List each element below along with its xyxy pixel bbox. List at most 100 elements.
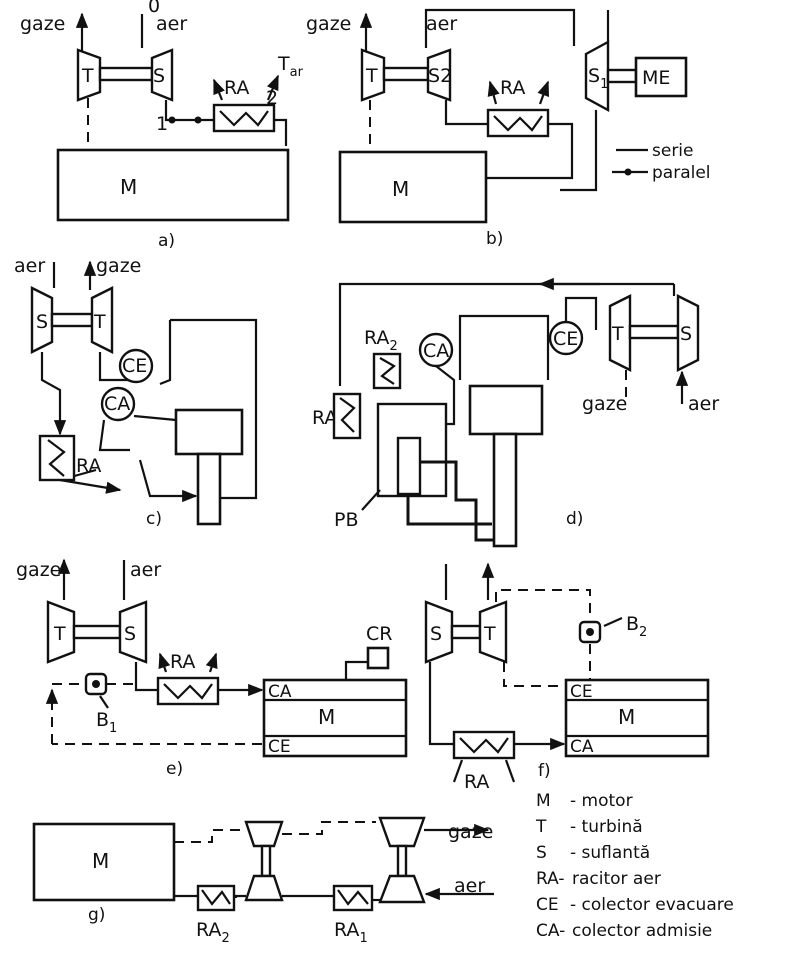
turbine-symbol [608,294,632,372]
caption-e: e) [166,759,183,779]
legend-abbr-turbine: T [535,817,547,837]
electric-motor-label: ME [642,67,670,89]
legend-desc-exhaust: - colector evacuare [570,895,734,915]
blower-label: S [153,65,165,87]
bypass-label: B2 [626,613,647,640]
legend-desc-blower: - suflantă [570,843,650,863]
caption-d: d) [566,509,583,529]
turbine-label: T [483,623,496,645]
cooler-label: RA [170,651,195,673]
aer-label: aer [454,875,485,897]
caption-b: b) [486,229,503,249]
exhaust-label: CE [553,328,578,350]
shaft [98,66,154,82]
turbine-label: T [365,65,378,87]
motor-box [564,678,710,758]
cooler2-label: RA2 [364,327,398,354]
cooler-label: RA [76,455,101,477]
turbine-label: T [53,623,66,645]
piston-pump-label: PB [334,509,359,531]
legend-desc-motor: - motor [570,791,633,811]
lp-blower-symbol [378,874,426,904]
blower2-symbol [426,48,452,102]
gaze-label: gaze [306,13,351,35]
blower-symbol [150,48,174,102]
air-path [444,100,574,180]
bypass-label: B1 [96,709,117,736]
aer-label: aer [130,559,161,581]
blower-label: S [680,323,692,345]
hp-turbine-symbol [244,820,284,848]
caption-c: c) [146,509,162,529]
motor-label: M [318,705,335,729]
aer-label: aer [156,13,187,35]
cooler-symbol [212,103,276,133]
cooler-label: RA [464,771,489,793]
legend-abbr-motor: M [536,791,551,811]
intake-label: CA [570,737,594,757]
turbine-label: T [611,323,624,345]
intake-label: CA [268,682,292,702]
caption-f: f) [538,761,551,781]
motor-label: M [120,175,137,199]
aer-label: aer [426,13,457,35]
panel-g: M gaze aer RA2 RA1 g) [32,816,494,946]
top-mark-label: 0 [148,0,160,17]
panel-d: RA2 RA1 CA CE T S gaze aer PB d) [312,277,719,548]
legend: M - motor T - turbină S - suflantă RA- r… [535,791,734,941]
motor-label: M [392,177,409,201]
motor-label: M [618,705,635,729]
blower-label: S [430,623,442,645]
panel-f: S T B2 CE M CA RA f) [424,562,710,793]
legend-abbr-cooler: RA- [536,869,565,889]
legend-abbr-exhaust: CE [536,895,559,915]
intake-manifold [100,386,136,422]
gaze-label: gaze [20,13,65,35]
engine-outline [170,318,258,500]
blower1-symbol [584,39,610,113]
caption-a: a) [158,231,175,251]
legend-desc-intake: colector admisie [572,921,712,941]
cooler-label: RA [224,77,249,99]
turbine-symbol [90,286,114,354]
aer-label: aer [688,393,719,415]
legend-parallel-label: paralel [652,163,711,183]
gaze-label: gaze [448,821,493,843]
exhaust-label: CE [570,682,593,702]
exhaust-manifold [118,348,154,384]
interstage-line [424,8,576,48]
blower-symbol [30,286,54,354]
legend-abbr-blower: S [536,843,547,863]
blower-symbol [424,600,454,664]
exhaust-label: CE [122,355,147,377]
engine-outline [458,314,550,380]
node1-label: 1 [156,113,168,135]
legend-desc-turbine: - turbină [570,817,643,837]
node2-label: 2 [266,87,278,109]
gaze-label: gaze [16,559,61,581]
piston-rod [196,452,222,526]
legend-abbr-intake: CA- [536,921,565,941]
motor-box [56,148,290,222]
turbine-symbol [76,48,102,102]
panel-b: gaze aer T S2 S1 ME RA M serie paralel b… [306,8,711,249]
intake-label: CA [104,393,130,415]
blower-label: S [36,311,48,333]
piston-block [174,408,244,456]
motor-label: M [92,849,109,873]
turbine-symbol [46,600,76,664]
turbine-label: T [93,311,106,333]
motor-box [262,678,408,758]
cooler-symbol [452,730,516,760]
cooler-label: RA [500,77,525,99]
caption-g: g) [88,905,105,925]
turbine-symbol [360,48,386,102]
blower2-label: S2 [428,65,452,87]
hp-blower-symbol [244,874,284,902]
exhaust-label: CE [268,737,291,757]
cooler1-label: RA1 [334,919,368,946]
motor-box [338,150,488,224]
panel-a: gaze 0 aer T S RA Tar 1 2 M a) [20,0,304,251]
